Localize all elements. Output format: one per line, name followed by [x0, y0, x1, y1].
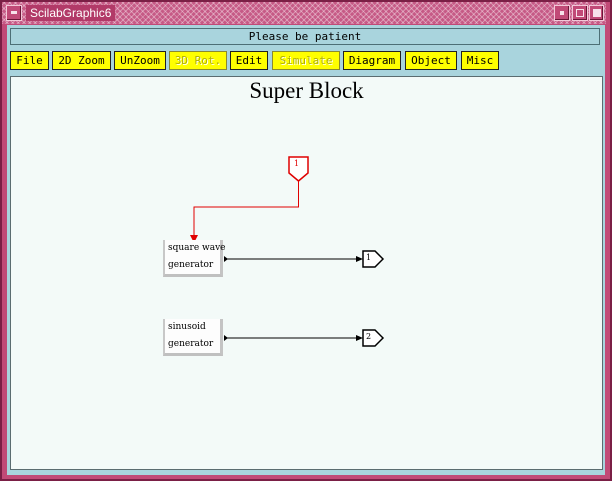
- menu-misc[interactable]: Misc: [461, 51, 499, 70]
- block-label-line2: generator: [168, 260, 214, 270]
- menu-file[interactable]: File: [10, 51, 49, 70]
- diagram-title: Super Block: [249, 78, 364, 103]
- input-link-arrow: [190, 235, 198, 243]
- output-port-1-shape: [362, 250, 385, 268]
- input-link: [193, 181, 299, 237]
- diagram-canvas[interactable]: Super Block 1 1 2 square wave generat: [10, 76, 603, 470]
- menu-simulate-label: Simulate: [279, 54, 333, 67]
- menu-edit[interactable]: Edit: [230, 51, 268, 70]
- output-port-2-shape: [362, 329, 385, 347]
- window-title: ScilabGraphic6: [26, 5, 116, 21]
- status-message: Please be patient: [10, 28, 600, 45]
- output-port-2-label: 2: [366, 332, 372, 341]
- link-square-out-marker: [224, 256, 228, 262]
- sinusoid-generator-block[interactable]: sinusoid generator: [163, 319, 223, 356]
- link-out2-arrow: [356, 335, 363, 341]
- output-port-1-label: 1: [366, 253, 372, 262]
- block-label-line1: sinusoid: [168, 322, 206, 332]
- link-sinusoid-out-marker: [224, 335, 228, 341]
- window-client: Please be patient File 2D Zoom UnZoom 3D…: [7, 25, 605, 475]
- menu-2d-zoom[interactable]: 2D Zoom: [52, 51, 111, 70]
- diagram-links: [190, 156, 385, 347]
- block-label-line2: generator: [168, 339, 214, 349]
- menu-unzoom[interactable]: UnZoom: [114, 51, 166, 70]
- maximize-icon[interactable]: [572, 5, 588, 21]
- block-label-line1: square wave: [168, 243, 226, 253]
- menu-3d-rot-label: 3D Rot.: [174, 54, 222, 67]
- input-port-label: 1: [294, 159, 300, 168]
- square-wave-generator-block[interactable]: square wave generator: [163, 240, 226, 277]
- window-menu-icon[interactable]: [6, 5, 22, 21]
- menu-diagram[interactable]: Diagram: [343, 51, 401, 70]
- close-icon[interactable]: [589, 5, 604, 21]
- menu-object[interactable]: Object: [405, 51, 457, 70]
- link-out1-arrow: [356, 256, 363, 262]
- title-bar[interactable]: ScilabGraphic6: [2, 2, 606, 24]
- minimize-icon[interactable]: [554, 5, 570, 21]
- menu-3d-rot: 3D Rot.: [169, 51, 227, 70]
- input-port-shape: [288, 156, 309, 182]
- menu-simulate: Simulate: [272, 51, 340, 70]
